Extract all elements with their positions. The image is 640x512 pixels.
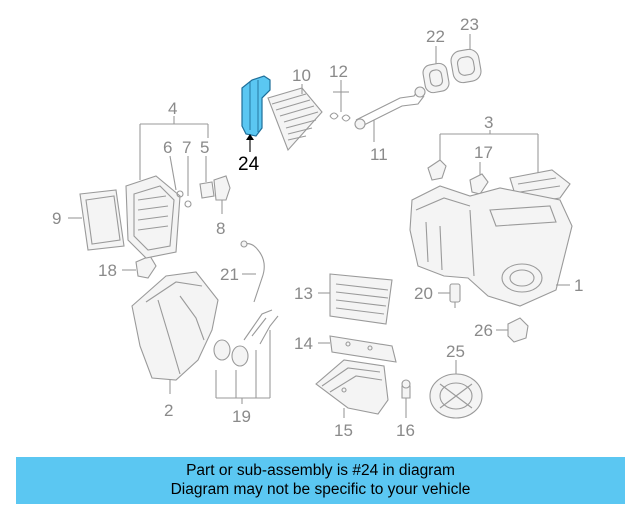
callout-15: 15	[334, 421, 353, 440]
info-banner: Part or sub-assembly is #24 in diagram D…	[16, 457, 625, 504]
part-22-gasket	[422, 62, 450, 94]
part-16-screw	[401, 379, 411, 399]
part-23-gasket	[450, 48, 482, 84]
part-9-filter	[79, 189, 125, 251]
callout-4: 4	[168, 99, 177, 118]
part-12-clips	[329, 112, 351, 122]
part-5-bracket	[199, 181, 215, 199]
banner-line-1: Part or sub-assembly is #24 in diagram	[186, 462, 455, 479]
callout-18: 18	[98, 261, 117, 280]
part-8-gasket	[213, 175, 231, 201]
callout-20: 20	[414, 284, 433, 303]
part-20-sensor	[449, 283, 461, 308]
callout-16: 16	[396, 421, 415, 440]
callout-25: 25	[446, 342, 465, 361]
part-25-blower	[429, 373, 483, 419]
part-6-7-clips	[176, 190, 192, 208]
callout-19: 19	[232, 407, 251, 426]
callout-9: 9	[52, 209, 61, 228]
part-4-heater-core	[125, 175, 181, 259]
callout-13: 13	[294, 284, 313, 303]
callout-24: 24	[238, 154, 260, 175]
callout-3: 3	[484, 113, 493, 132]
part-24-duct[interactable]	[241, 75, 271, 137]
callout-8: 8	[216, 219, 225, 238]
part-21-hose	[240, 240, 265, 303]
part-15-tray	[315, 359, 389, 415]
callout-12: 12	[329, 62, 348, 81]
part-26-bracket	[507, 317, 529, 343]
parts-diagram: 24 10 12 11 22 23 3 17	[52, 15, 583, 440]
callout-7: 7	[182, 138, 191, 157]
callout-17: 17	[474, 143, 493, 162]
callout-23: 23	[460, 15, 479, 34]
banner-line-2: Diagram may not be specific to your vehi…	[170, 481, 471, 498]
part-1-housing	[409, 185, 573, 307]
callout-26: 26	[474, 321, 493, 340]
part-11-pipe	[354, 86, 426, 130]
part-14-strip	[329, 335, 397, 363]
part-2-housing	[131, 271, 219, 381]
callout-6: 6	[163, 138, 172, 157]
part-13-filter	[329, 273, 393, 325]
callout-5: 5	[200, 138, 209, 157]
callout-2: 2	[164, 401, 173, 420]
part-10-filter	[267, 87, 323, 152]
callout-11: 11	[370, 145, 388, 164]
callout-14: 14	[294, 334, 313, 353]
callout-1: 1	[574, 276, 583, 295]
callout-10: 10	[292, 66, 311, 85]
callout-24-arrow	[246, 134, 254, 140]
callout-21: 21	[220, 265, 239, 284]
part-18-bracket	[135, 255, 157, 279]
part-19-seals	[213, 309, 279, 367]
callout-22: 22	[426, 27, 445, 46]
